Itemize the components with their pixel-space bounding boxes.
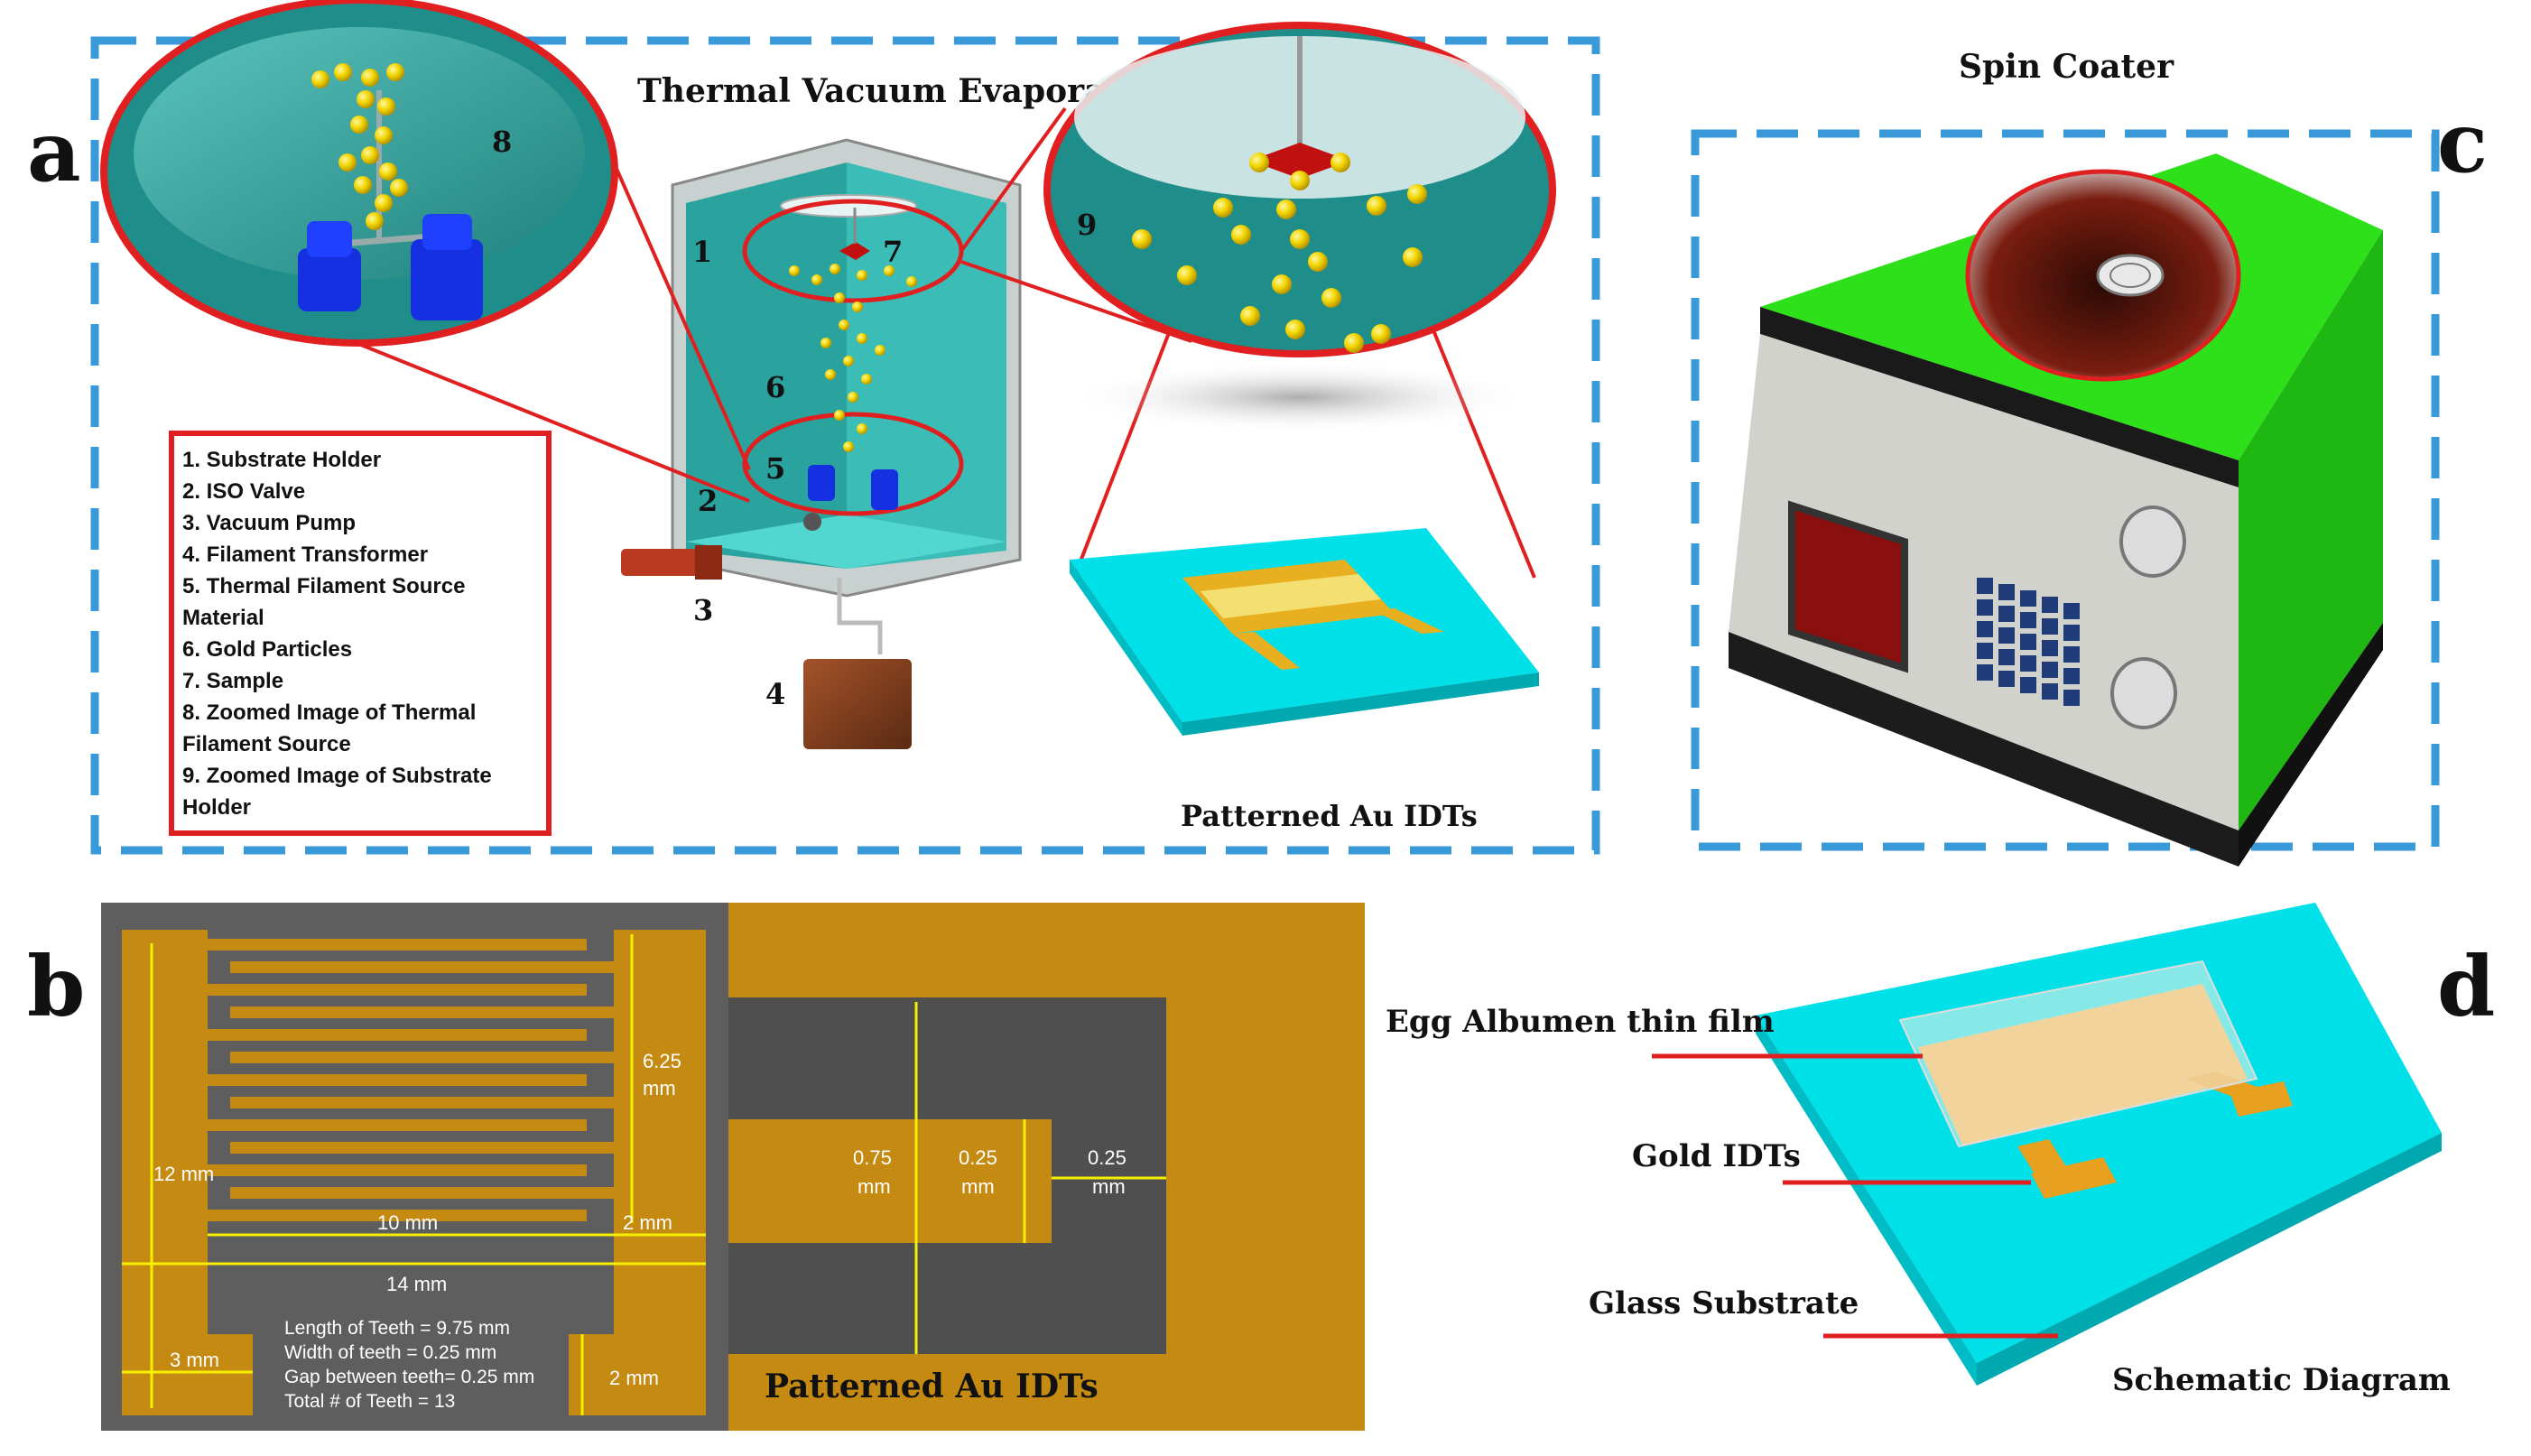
zoom-substrate-holder: 9 bbox=[1043, 22, 1556, 357]
spin-chuck bbox=[2096, 254, 2165, 297]
label-7: 7 bbox=[883, 235, 903, 269]
label-5: 5 bbox=[765, 451, 785, 486]
label-6: 6 bbox=[765, 370, 785, 404]
dim-14mm: 14 mm bbox=[386, 1273, 447, 1295]
label-glass-substrate: Glass Substrate bbox=[1589, 1285, 1859, 1322]
vacuum-pump: 3 bbox=[621, 545, 722, 627]
label-1: 1 bbox=[692, 235, 712, 269]
legend-line: 6. Gold Particles bbox=[182, 637, 352, 662]
filament-transformer: 4 bbox=[765, 659, 912, 749]
spec-line: Width of teeth = 0.25 mm bbox=[284, 1342, 496, 1363]
zoom-dim-0-25-b-unit: mm bbox=[1092, 1175, 1126, 1198]
patterned-idt-substrate bbox=[1070, 528, 1539, 736]
panel-letter-b: b bbox=[27, 938, 85, 1035]
dim-2mm-right: 2 mm bbox=[623, 1211, 672, 1234]
legend-line: 2. ISO Valve bbox=[182, 479, 305, 504]
legend-line: 8. Zoomed Image of Thermal bbox=[182, 700, 476, 725]
panel-b-caption: Patterned Au IDTs bbox=[765, 1368, 1099, 1405]
zoom-dim-0-75-unit: mm bbox=[858, 1175, 891, 1198]
dim-6-25: 6.25 bbox=[643, 1050, 681, 1072]
panel-d: d Egg Albumen thin film Gold IDTs Glass … bbox=[1386, 903, 2495, 1398]
panel-a-dashed-frame bbox=[90, 36, 1600, 855]
label-albumen-film: Egg Albumen thin film bbox=[1386, 1004, 1775, 1040]
spec-line: Gap between teeth= 0.25 mm bbox=[284, 1367, 534, 1387]
label-8: 8 bbox=[492, 125, 512, 159]
idt-dimension-lines bbox=[122, 934, 706, 1415]
transformer-wire bbox=[837, 578, 883, 654]
zoom-filament-source: 8 bbox=[100, 0, 618, 347]
zoom-dim-0-25-b: 0.25 bbox=[1088, 1146, 1126, 1169]
knob-top bbox=[2119, 505, 2186, 578]
gold-particles-chamber bbox=[789, 264, 917, 452]
zoom-dim-0-75: 0.75 bbox=[853, 1146, 892, 1169]
gold-particles-zoom-8 bbox=[311, 63, 408, 230]
albumen-thin-film bbox=[1898, 960, 2258, 1148]
legend-line: 9. Zoomed Image of Substrate bbox=[182, 764, 492, 788]
keypad bbox=[1977, 578, 2080, 706]
legend-line: 5. Thermal Filament Source bbox=[182, 574, 465, 598]
label-9: 9 bbox=[1077, 208, 1097, 242]
legend-line: 4. Filament Transformer bbox=[182, 543, 428, 567]
dim-3mm: 3 mm bbox=[170, 1349, 219, 1371]
highlight-filament bbox=[742, 412, 964, 516]
legend-line: 3. Vacuum Pump bbox=[182, 511, 356, 535]
annotation-lines bbox=[1652, 1053, 2058, 1339]
panel-a: a Thermal Vacuum Evaporator 8 bbox=[27, 0, 1600, 855]
dim-10mm: 10 mm bbox=[377, 1211, 438, 1234]
spec-line: Total # of Teeth = 13 bbox=[284, 1391, 455, 1412]
panel-a-title: Thermal Vacuum Evaporator bbox=[637, 72, 1160, 110]
dim-2mm-bottom: 2 mm bbox=[609, 1367, 659, 1389]
idt-electrode-drawing bbox=[122, 930, 706, 1415]
label-3: 3 bbox=[693, 593, 713, 627]
zoom-dim-0-25-a-unit: mm bbox=[961, 1175, 995, 1198]
display-screen bbox=[1788, 500, 1908, 673]
idt-spec-list: Length of Teeth = 9.75 mm Width of teeth… bbox=[284, 1318, 534, 1412]
shadow bbox=[1065, 361, 1534, 433]
panel-d-caption: Schematic Diagram bbox=[2112, 1362, 2451, 1398]
dim-6-25-unit: mm bbox=[643, 1077, 676, 1099]
legend-box bbox=[169, 431, 552, 836]
panel-a-idt-caption: Patterned Au IDTs bbox=[1181, 799, 1478, 833]
legend-line: Material bbox=[182, 606, 264, 630]
panel-c-dashed-frame bbox=[1691, 129, 2440, 851]
dim-12mm: 12 mm bbox=[153, 1163, 214, 1185]
panel-c-title: Spin Coater bbox=[1959, 48, 2174, 86]
legend-line: 1. Substrate Holder bbox=[182, 448, 381, 472]
zoom-dim-0-25-a: 0.25 bbox=[959, 1146, 997, 1169]
panel-letter-a: a bbox=[27, 103, 81, 200]
panel-b: b bbox=[27, 903, 1365, 1431]
label-4: 4 bbox=[765, 677, 785, 711]
label-2: 2 bbox=[698, 484, 718, 518]
legend-line: Filament Source bbox=[182, 732, 351, 756]
zoom-tooth bbox=[728, 1119, 1052, 1243]
spec-line: Length of Teeth = 9.75 mm bbox=[284, 1318, 510, 1339]
vacuum-chamber: 1 7 6 5 2 bbox=[671, 138, 1022, 598]
legend-line: 7. Sample bbox=[182, 669, 283, 693]
panel-letter-c: c bbox=[2437, 94, 2488, 191]
panel-letter-d: d bbox=[2437, 938, 2495, 1035]
knob-bottom bbox=[2110, 657, 2177, 729]
gold-particles-zoom-9 bbox=[1132, 153, 1427, 353]
label-gold-idts: Gold IDTs bbox=[1632, 1138, 1801, 1174]
panel-c: Spin Coater c bbox=[1691, 48, 2488, 867]
legend-line: Holder bbox=[182, 795, 251, 820]
zoom-dimension-lines bbox=[914, 1002, 1166, 1354]
panel-a-legend: 1. Substrate Holder 2. ISO Valve 3. Vacu… bbox=[169, 431, 552, 836]
spin-coater-device bbox=[1729, 153, 2383, 867]
